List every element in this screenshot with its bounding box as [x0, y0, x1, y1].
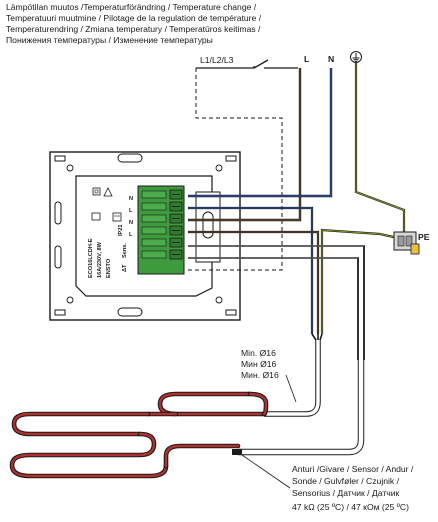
- earth-symbol-icon: [350, 51, 362, 63]
- heating-loop-4-core: [164, 444, 240, 468]
- supply: L1/L2/L3 L N: [196, 51, 362, 69]
- sensor-label: Anturi /Givare / Sensor / Andur / Sonde …: [241, 454, 414, 512]
- live-label: L: [304, 54, 309, 64]
- device-sensor-text: Sens.: [122, 243, 128, 258]
- heating-loop-2-core: [12, 412, 150, 436]
- terminal-screw: [141, 201, 183, 212]
- header: Lämpötilan muutos /Temperaturförändring …: [6, 2, 262, 45]
- ce-mark-icon: [91, 212, 101, 221]
- conduit-label-1: Min. Ø16: [241, 348, 276, 358]
- device-ip: IP21: [118, 224, 124, 236]
- sensor-label-3: Sensorius / Датчик / Датчик: [292, 488, 400, 498]
- device-model: ECO16LCDH-E: [88, 238, 94, 278]
- terminal-screw: [141, 189, 183, 200]
- conduit-label-2: Мин Ø16: [241, 359, 277, 369]
- neutral-label: N: [328, 54, 334, 64]
- header-line-4: Понижения температуры / Изменение темпер…: [6, 35, 213, 45]
- switch-label: L1/L2/L3: [200, 55, 234, 65]
- terminal-screw: [141, 225, 183, 236]
- terminal-screw: [141, 237, 183, 248]
- wires: [188, 63, 406, 360]
- conduit: Min. Ø16 Мин Ø16 Мин. Ø16: [232, 340, 365, 456]
- sensor-label-4: 47 kΩ (25 ºC) / 47 кОм (25 ºC): [292, 502, 409, 512]
- heating-loop-return-core: [248, 392, 268, 416]
- device-brand: ENSTO: [106, 258, 112, 278]
- double-insulation-icon: [92, 187, 101, 196]
- pe-label: PE: [418, 232, 430, 242]
- sensor-tip: [232, 449, 242, 455]
- terminal-screw: [141, 213, 183, 224]
- heating-cable: [9, 391, 269, 479]
- header-line-2: Temperatuuri muutmine / Pilotage de la r…: [6, 13, 262, 23]
- terminal-letter-n2: N: [129, 220, 133, 226]
- terminal-screw: [141, 249, 183, 260]
- heating-loop-2: [11, 411, 151, 437]
- pe-connector: PE: [393, 231, 430, 255]
- device-rating: 16A/230V, 8W: [97, 241, 103, 278]
- terminal-block: [137, 185, 185, 275]
- earth-supply-wire: [354, 63, 406, 234]
- sensor-label-1: Anturi /Givare / Sensor / Andur /: [292, 464, 414, 474]
- device-symbols: [91, 187, 122, 222]
- header-line-3: Temperaturendring / Zmiana temperatury /…: [6, 24, 261, 34]
- terminal-letter-l2: L: [129, 232, 133, 238]
- warning-triangle-icon: [103, 187, 113, 197]
- thermostat-frame: ECO16LCDH-E 16A/230V, 8W ENSTO IP21 Sens…: [49, 151, 241, 321]
- heating-loop-1: [157, 391, 267, 417]
- device-delta-t: ΔT: [122, 264, 128, 272]
- heating-loop-4: [163, 443, 241, 469]
- conduit-label-3: Мин. Ø16: [241, 370, 279, 380]
- header-line-1: Lämpötilan muutos /Temperaturförändring …: [6, 2, 257, 12]
- heating-loop-1-core: [158, 392, 266, 416]
- terminal-letter-l1: L: [129, 208, 133, 214]
- heating-loop-3-core: [10, 432, 168, 478]
- terminal-letter-n1: N: [129, 196, 133, 202]
- switch-control-wire: [188, 68, 283, 271]
- sensor-label-2: Sonde / Gulvføler / Czujnik /: [292, 476, 400, 486]
- temperature-change-switch: [196, 59, 298, 69]
